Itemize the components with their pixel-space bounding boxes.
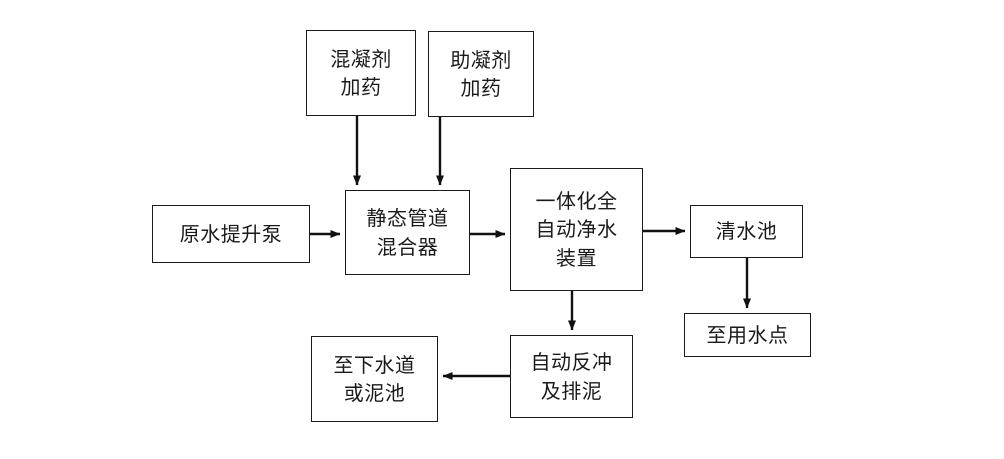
flowchart-node-label: 一体化全 自动净水 装置: [535, 188, 618, 270]
flowchart-node-label: 原水提升泵: [179, 221, 283, 246]
flowchart-node-label: 混凝剂 加药: [330, 46, 392, 99]
flowchart-node-label: 助凝剂 加药: [450, 47, 512, 100]
flowchart-node-clear-water-tank[interactable]: 清水池: [690, 205, 803, 258]
flowchart-node-flocculant[interactable]: 助凝剂 加药: [428, 31, 534, 117]
flowchart-node-label: 清水池: [715, 219, 778, 244]
flowchart-node-coagulant[interactable]: 混凝剂 加药: [306, 30, 416, 116]
flowchart-node-label: 至用水点: [706, 322, 789, 347]
flowchart-node-to-water-point[interactable]: 至用水点: [684, 313, 811, 357]
flowchart-node-backwash-sludge[interactable]: 自动反冲 及排泥: [510, 335, 633, 418]
flowchart-node-purification-unit[interactable]: 一体化全 自动净水 装置: [510, 168, 643, 291]
flowchart-node-to-sewer-sludge-pit[interactable]: 至下水道 或泥池: [311, 336, 438, 422]
flowchart-node-raw-water-pump[interactable]: 原水提升泵: [152, 205, 310, 263]
flowchart-node-label: 至下水道 或泥池: [333, 352, 416, 405]
flowchart-node-label: 自动反冲 及排泥: [530, 350, 613, 403]
flowchart-node-static-mixer[interactable]: 静态管道 混合器: [345, 190, 470, 275]
flowchart-node-label: 静态管道 混合器: [366, 206, 449, 259]
